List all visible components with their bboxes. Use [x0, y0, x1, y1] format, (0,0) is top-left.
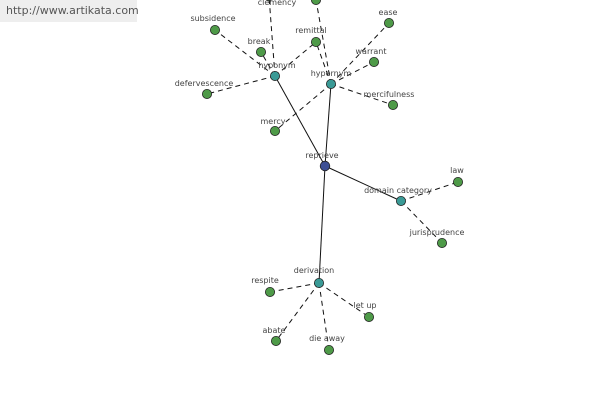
relation-label-derivation: derivation [294, 266, 334, 275]
leaf-node-remittal[interactable] [310, 37, 321, 48]
leaf-label-die_away: die away [309, 334, 345, 343]
edge-root-domain_category [324, 165, 402, 202]
relation-label-hypernym: hypernym [311, 69, 352, 78]
leaf-node-jurisprudence[interactable] [436, 237, 447, 248]
leaf-label-let_up: let up [354, 301, 377, 310]
edge-derivation-let_up [318, 282, 370, 318]
leaf-node-respite[interactable] [264, 286, 275, 297]
edge-domain_category-law [400, 181, 459, 202]
edge-hyponym-clemency [268, 0, 276, 77]
leaf-node-law[interactable] [452, 176, 463, 187]
edge-hypernym-mercifulness [330, 83, 394, 106]
edge-hypernym-mercy [274, 83, 332, 132]
root-node-reprieve[interactable] [319, 160, 331, 172]
relation-label-hyponym: hyponym [258, 61, 296, 70]
leaf-node-let_up[interactable] [363, 311, 374, 322]
leaf-label-defervescence: defervescence [175, 79, 234, 88]
leaf-label-respite: respite [251, 276, 279, 285]
leaf-label-subsidence: subsidence [190, 14, 235, 23]
leaf-node-mercy[interactable] [269, 126, 280, 137]
edge-extra-0 [315, 41, 332, 85]
edge-hypernym-warrant [330, 61, 375, 85]
leaf-node-die_away[interactable] [323, 344, 334, 355]
edge-hyponym-defervescence [206, 75, 276, 95]
relation-node-domain_category[interactable] [395, 195, 406, 206]
edges [206, 0, 459, 351]
leaf-label-break: break [248, 37, 271, 46]
leaf-label-mercifulness: mercifulness [364, 90, 415, 99]
leaf-node-subsidence[interactable] [209, 24, 220, 35]
nodes [201, 0, 463, 355]
relation-node-derivation[interactable] [313, 277, 324, 288]
leaf-node-ease[interactable] [383, 17, 394, 28]
edge-derivation-die_away [318, 282, 330, 351]
leaf-label-ease: ease [379, 8, 398, 17]
edge-root-hyponym [274, 75, 326, 167]
edge-domain_category-jurisprudence [400, 200, 443, 244]
root-label: reprieve [305, 151, 338, 160]
leaf-node-clemency[interactable] [264, 0, 273, 1]
leaf-label-remittal: remittal [295, 26, 326, 35]
leaf-node-offscreen[interactable] [311, 0, 321, 5]
leaf-label-mercy: mercy [261, 117, 286, 126]
leaf-node-break[interactable] [255, 47, 266, 58]
leaf-node-mercifulness[interactable] [387, 100, 398, 111]
relation-node-hyponym[interactable] [269, 71, 280, 82]
leaf-node-warrant[interactable] [368, 57, 379, 68]
edge-root-hypernym [324, 83, 332, 167]
edge-hyponym-subsidence [214, 29, 276, 77]
watermark: http://www.artikata.com [0, 0, 139, 22]
leaf-label-law: law [450, 166, 464, 175]
leaf-label-jurisprudence: jurisprudence [409, 228, 465, 237]
relation-node-hypernym[interactable] [325, 79, 336, 90]
leaf-node-defervescence[interactable] [201, 89, 212, 100]
leaf-label-warrant: warrant [356, 47, 387, 56]
edge-root-derivation [318, 165, 326, 284]
leaf-node-abate[interactable] [270, 335, 281, 346]
edge-derivation-abate [275, 282, 320, 342]
relation-label-domain_category: domain category [364, 186, 432, 195]
leaf-label-abate: abate [263, 326, 286, 335]
node-labels: reprieve hyponym hypernym domain category de… [175, 0, 465, 343]
leaf-label-clemency: clemency [258, 0, 297, 7]
